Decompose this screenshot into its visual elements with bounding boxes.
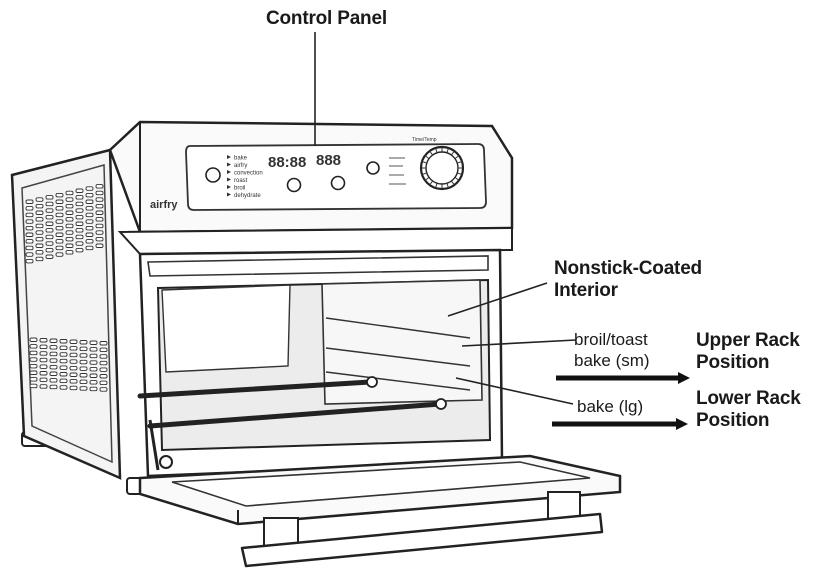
- label-interior-line2: Interior: [554, 280, 618, 301]
- label-lower-rack: Lower Rack Position: [696, 388, 801, 432]
- label-upper-rack-line1: Upper Rack: [696, 330, 800, 351]
- label-bake-sm: bake (sm): [574, 351, 650, 370]
- function-item: roast: [234, 178, 248, 184]
- rack-rod-lower-end: [435, 398, 447, 410]
- door-glass: [171, 461, 591, 507]
- leader-lower-rack: [455, 377, 574, 405]
- rack-rod-upper: [137, 379, 373, 399]
- oven-side-inset: [21, 164, 113, 464]
- label-interior: Nonstick-Coated Interior: [554, 258, 702, 302]
- leader-upper-rack: [461, 339, 577, 347]
- brand-logo: airfry: [150, 199, 178, 211]
- knob-label: Time/Temp: [412, 137, 437, 143]
- label-lower-rack-line2: Position: [696, 410, 770, 431]
- function-indicator: [227, 162, 231, 167]
- side-vents-lower: [29, 337, 108, 392]
- label-control-panel: Control Panel: [266, 8, 387, 29]
- side-vents-upper: [25, 184, 104, 264]
- start-button[interactable]: [205, 167, 221, 183]
- function-indicator: [227, 170, 231, 174]
- knob-grip: [421, 147, 463, 189]
- rack-rails: [325, 317, 471, 391]
- interior-back-wall: [321, 279, 483, 405]
- label-rack-upper-modes: broil/toast bake (sm): [574, 329, 650, 371]
- leader-interior: [447, 282, 548, 317]
- option-list: [389, 157, 406, 185]
- control-knob[interactable]: [419, 145, 465, 191]
- interior-left-wall: [161, 284, 291, 373]
- function-item: bake: [234, 156, 248, 162]
- door-handle: [240, 512, 604, 568]
- label-broil-toast: broil/toast: [574, 330, 648, 349]
- time-button[interactable]: [286, 177, 302, 193]
- door-hinge-pin: [159, 455, 173, 469]
- function-item: airfry: [234, 163, 247, 169]
- function-item: broil: [234, 186, 245, 192]
- heating-element-top: [147, 255, 489, 277]
- label-upper-rack-line2: Position: [696, 352, 770, 373]
- function-indicator: [227, 155, 231, 159]
- function-item: convection: [234, 171, 263, 177]
- temp-display: 888: [316, 152, 341, 169]
- label-upper-rack: Upper Rack Position: [696, 330, 800, 374]
- label-bake-lg: bake (lg): [577, 397, 644, 416]
- rack-rod-lower: [147, 401, 443, 429]
- lower-rack-arrow: [676, 418, 688, 430]
- label-interior-line1: Nonstick-Coated: [554, 258, 702, 279]
- function-item: dehydrate: [234, 193, 261, 199]
- light-button[interactable]: [366, 161, 380, 175]
- temp-button[interactable]: [330, 175, 346, 191]
- door-hinge: [148, 419, 160, 471]
- upper-rack-arrow: [678, 372, 690, 384]
- function-indicator: [227, 185, 231, 189]
- function-indicator: [227, 192, 231, 197]
- label-lower-rack-line1: Lower Rack: [696, 388, 801, 409]
- function-indicator: [227, 177, 231, 182]
- time-display: 88:88: [268, 154, 306, 171]
- rack-rod-upper-end: [366, 376, 378, 388]
- oven-top-lip: [117, 226, 513, 256]
